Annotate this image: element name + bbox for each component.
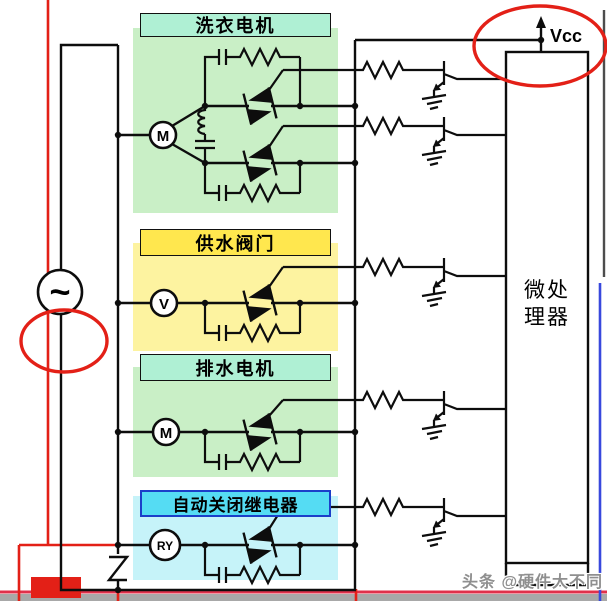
block-header-label: 洗衣电机 xyxy=(195,16,276,36)
vcc-arrow xyxy=(536,16,546,28)
block-header-label: 排水电机 xyxy=(195,358,276,379)
block-header-washing-motor: 洗衣电机 xyxy=(140,13,331,37)
motor-label: M xyxy=(157,128,170,145)
wiring xyxy=(59,16,546,592)
block-bg-washing-motor xyxy=(133,28,338,213)
valve-icon xyxy=(149,288,179,318)
watermark: 头条 @硬件大不同 xyxy=(462,574,604,591)
block-header-auto-off-relay: 自动关闭继电器 xyxy=(140,490,331,517)
relay-contact-icon xyxy=(106,555,130,590)
block-header-label: 供水阀门 xyxy=(195,233,276,254)
component-symbols: ~ M V M RY xyxy=(36,120,182,562)
relay-label: RY xyxy=(157,539,173,553)
block-header-water-valve: 供水阀门 xyxy=(140,229,331,256)
drain-motor-icon xyxy=(151,417,181,447)
ac-source-label: ~ xyxy=(49,271,70,312)
annotation-ellipse-ac xyxy=(19,308,109,374)
drain-motor-label: M xyxy=(160,425,173,442)
mcu-label-line2: 理器 xyxy=(524,305,570,329)
valve-label: V xyxy=(159,296,169,313)
mcu-box: 微处 理器 xyxy=(504,50,590,587)
bottom-grey-band xyxy=(0,594,607,601)
phase-capacitor-inductor xyxy=(195,106,215,163)
junction-dots xyxy=(114,36,545,594)
relay-icon xyxy=(148,528,182,562)
snubber-icon xyxy=(203,46,302,106)
block-header-drain-motor: 排水电机 xyxy=(140,354,331,381)
vcc-label: Vcc xyxy=(550,26,582,46)
mcu-label-line1: 微处 xyxy=(524,278,570,302)
annotation-red-rect xyxy=(31,577,81,598)
annotation-ellipse-vcc xyxy=(472,4,607,88)
block-header-label: 自动关闭继电器 xyxy=(172,496,299,515)
motor-icon xyxy=(148,120,178,150)
ac-source-icon xyxy=(36,268,84,316)
